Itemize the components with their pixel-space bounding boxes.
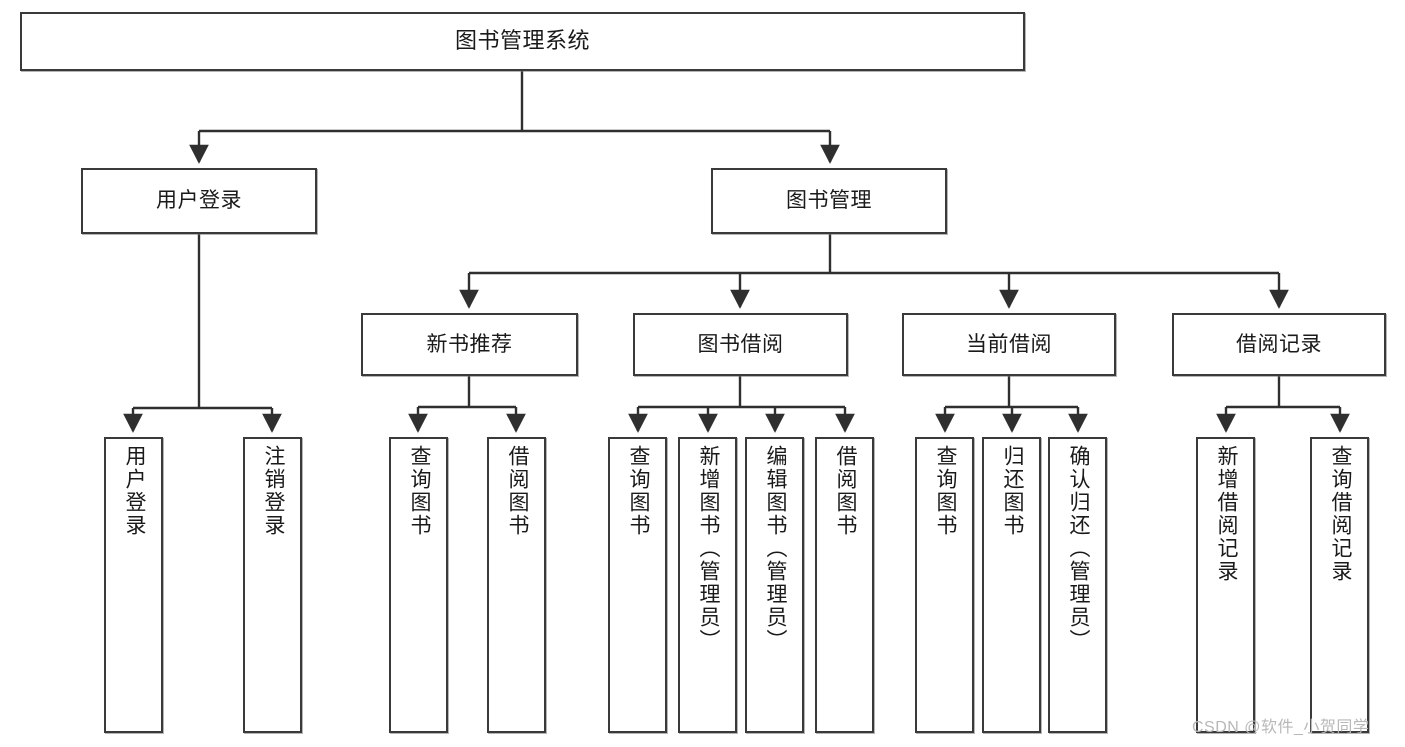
leaf-borrow-record-query-record[interactable]: 查询借阅记录: [1310, 437, 1369, 733]
node-borrow-record[interactable]: 借阅记录: [1172, 313, 1386, 376]
node-root-label: 图书管理系统: [454, 28, 590, 54]
leaf-current-borrow-query-book[interactable]: 查询图书: [915, 437, 974, 733]
leaf-user-login-logout-label: 注销登录: [261, 445, 285, 537]
leaf-borrow-record-query-record-label: 查询借阅记录: [1328, 445, 1352, 583]
leaf-book-borrow-edit-book-admin[interactable]: 编辑图书（管理员）: [745, 437, 804, 733]
leaf-new-book-query-book[interactable]: 查询图书: [389, 437, 448, 733]
leaf-new-book-borrow-book-label: 借阅图书: [505, 445, 529, 537]
leaf-current-borrow-return-book-label: 归还图书: [1000, 445, 1024, 537]
node-borrow-record-label: 借阅记录: [1236, 332, 1322, 356]
leaf-book-borrow-borrow-book-label: 借阅图书: [833, 445, 857, 537]
leaf-user-login-login-label: 用户登录: [122, 445, 146, 537]
leaf-current-borrow-confirm-return-admin-label: 确认归还（管理员）: [1066, 445, 1090, 652]
node-book-borrowing[interactable]: 图书借阅: [633, 313, 848, 376]
node-user-login[interactable]: 用户登录: [81, 168, 317, 234]
leaf-book-borrow-query-book[interactable]: 查询图书: [608, 437, 667, 733]
leaf-book-borrow-add-book-admin-label: 新增图书（管理员）: [696, 445, 720, 652]
leaf-book-borrow-borrow-book[interactable]: 借阅图书: [815, 437, 874, 733]
leaf-new-book-query-book-label: 查询图书: [407, 445, 431, 537]
node-new-book-recommendation[interactable]: 新书推荐: [361, 313, 578, 376]
node-book-management-label: 图书管理: [786, 189, 872, 213]
leaf-borrow-record-add-record-label: 新增借阅记录: [1214, 445, 1238, 583]
leaf-user-login-login[interactable]: 用户登录: [104, 437, 163, 733]
leaf-new-book-borrow-book[interactable]: 借阅图书: [487, 437, 546, 733]
leaf-user-login-logout[interactable]: 注销登录: [243, 437, 302, 733]
csdn-watermark: CSDN @软件_小贺同学: [1192, 719, 1370, 736]
leaf-current-borrow-query-book-label: 查询图书: [933, 445, 957, 537]
leaf-borrow-record-add-record[interactable]: 新增借阅记录: [1196, 437, 1255, 733]
node-current-borrowing[interactable]: 当前借阅: [902, 313, 1116, 376]
node-user-login-label: 用户登录: [156, 189, 242, 213]
leaf-book-borrow-query-book-label: 查询图书: [626, 445, 650, 537]
node-root-book-management-system[interactable]: 图书管理系统: [20, 12, 1025, 71]
leaf-current-borrow-return-book[interactable]: 归还图书: [982, 437, 1041, 733]
leaf-book-borrow-edit-book-admin-label: 编辑图书（管理员）: [763, 445, 787, 652]
node-current-borrowing-label: 当前借阅: [966, 332, 1052, 356]
node-book-borrowing-label: 图书借阅: [697, 332, 784, 356]
node-book-management[interactable]: 图书管理: [711, 168, 947, 234]
leaf-current-borrow-confirm-return-admin[interactable]: 确认归还（管理员）: [1048, 437, 1107, 733]
leaf-book-borrow-add-book-admin[interactable]: 新增图书（管理员）: [678, 437, 737, 733]
node-new-book-recommendation-label: 新书推荐: [426, 332, 513, 356]
